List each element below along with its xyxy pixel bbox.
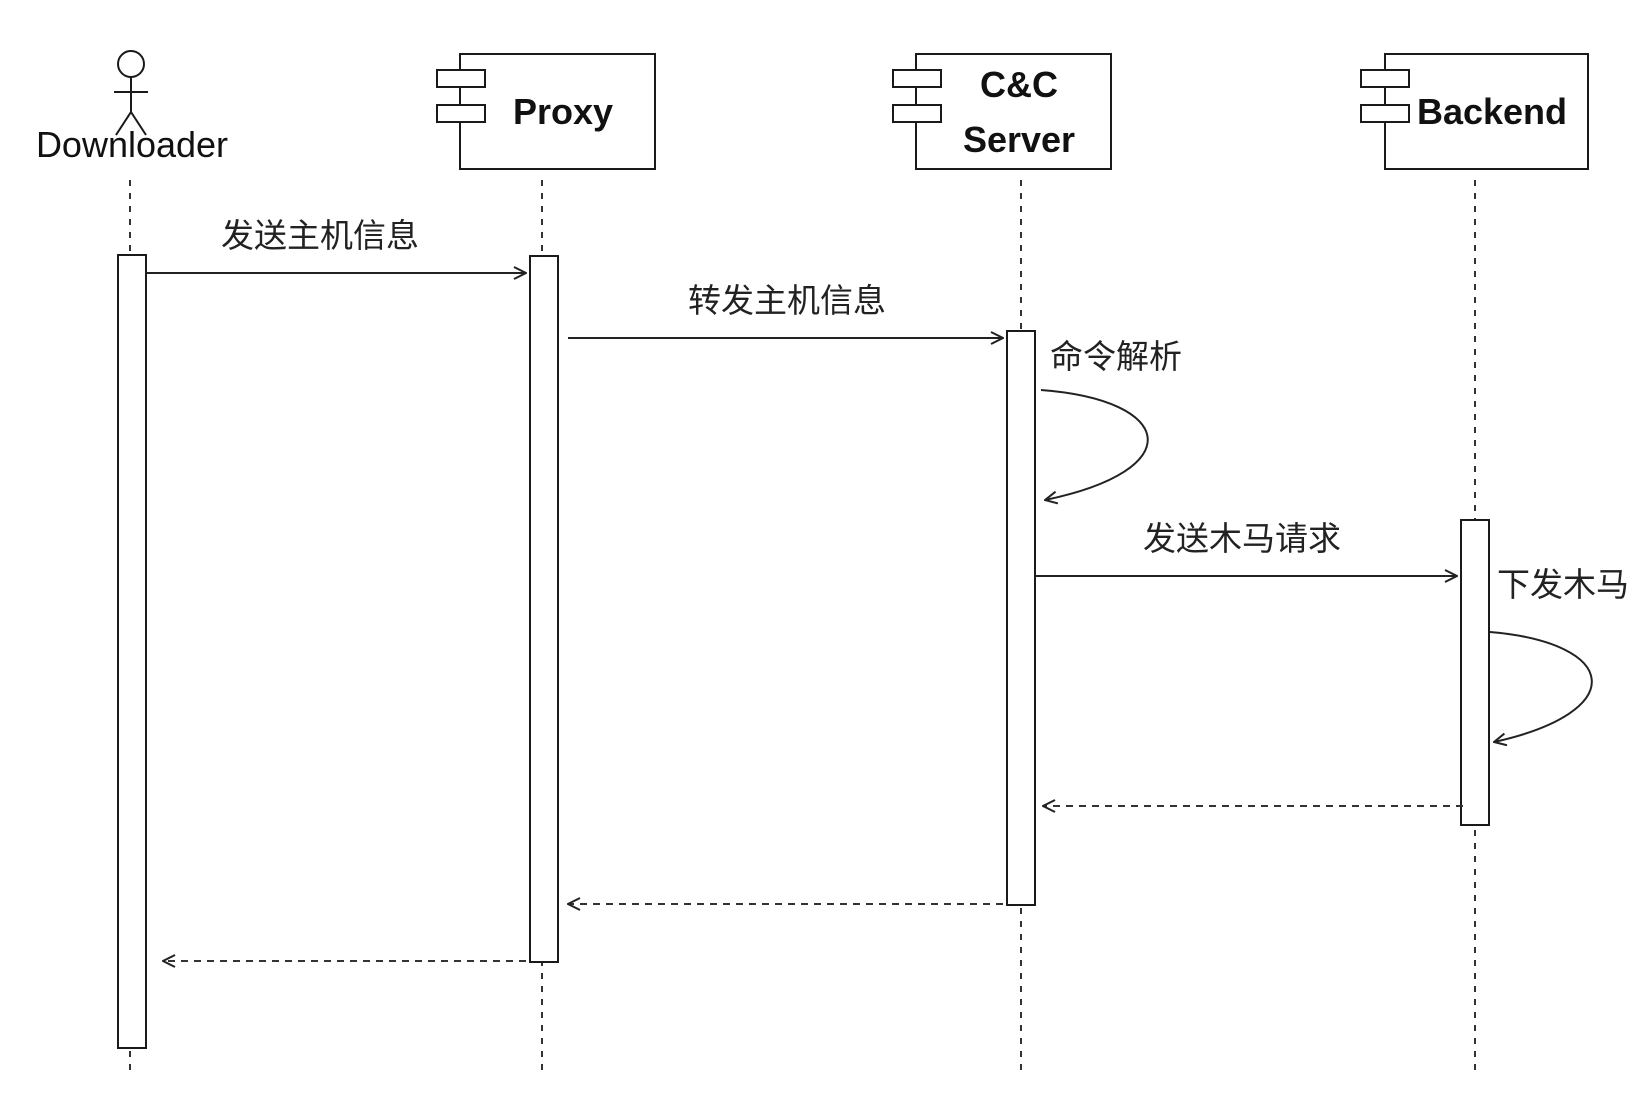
message-arrow-command-parse xyxy=(1040,389,1149,500)
activation-backend xyxy=(1460,519,1490,826)
activation-downloader xyxy=(117,254,147,1049)
component-icon xyxy=(892,69,942,123)
message-label-send-trojan-request: 发送木马请求 xyxy=(1143,519,1341,558)
participant-cc-server-name-line1: C&C xyxy=(980,64,1058,105)
participant-proxy: Proxy xyxy=(436,53,656,170)
message-label-deliver-trojan: 下发木马 xyxy=(1497,565,1629,604)
participant-downloader-name: Downloader xyxy=(36,124,228,165)
actor-stick-figure-icon xyxy=(114,50,148,136)
participant-cc-server: C&C Server xyxy=(892,53,1112,170)
participant-proxy-name: Proxy xyxy=(513,91,613,132)
message-label-command-parse: 命令解析 xyxy=(1050,337,1182,376)
activation-proxy xyxy=(529,255,559,963)
message-label-forward-host-info: 转发主机信息 xyxy=(688,281,886,320)
activation-cc-server xyxy=(1006,330,1036,906)
participant-downloader: Downloader xyxy=(36,50,228,165)
participant-backend: Backend xyxy=(1360,53,1589,170)
message-label-send-host-info: 发送主机信息 xyxy=(221,216,419,255)
participant-backend-name: Backend xyxy=(1417,91,1567,132)
component-icon xyxy=(436,69,486,123)
message-arrow-deliver-trojan xyxy=(1489,631,1593,742)
participant-cc-server-name-line2: Server xyxy=(963,119,1075,160)
component-icon xyxy=(1360,69,1410,123)
